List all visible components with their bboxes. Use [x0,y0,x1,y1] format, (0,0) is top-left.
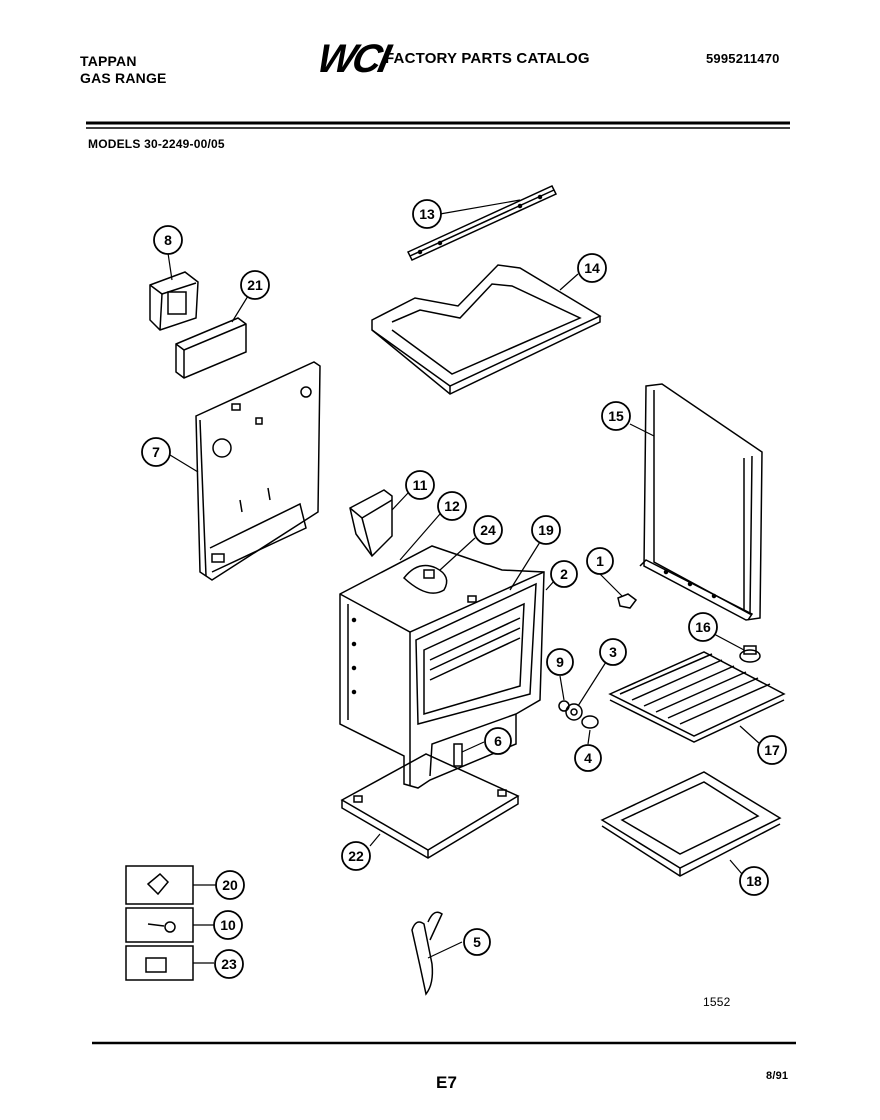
callout-18-label: 18 [746,873,762,889]
part-5-spring-clip [411,911,443,996]
part-11-vent [349,489,393,558]
callout-22-label: 22 [348,848,364,864]
wci-logo: WCI [314,35,396,80]
callout-5-label: 5 [473,934,481,950]
part-24-burner [402,564,448,594]
callout-24: 24 [473,515,503,545]
callout-14-label: 14 [584,260,600,276]
callout-5: 5 [463,928,491,956]
callout-10: 10 [213,910,243,940]
callout-16-label: 16 [695,619,711,635]
part-9-3-4-fittings [558,700,599,729]
brand-line-1: TAPPAN [80,53,137,69]
brand-line-2: GAS RANGE [80,70,167,86]
callout-7: 7 [141,437,171,467]
svg-text:WCI: WCI [314,35,396,80]
part-13-rail [406,185,558,261]
callout-13-label: 13 [419,206,435,222]
callout-17: 17 [757,735,787,765]
callout-21-label: 21 [247,277,263,293]
callout-14: 14 [577,253,607,283]
callout-2: 2 [550,560,578,588]
callout-9: 9 [546,648,574,676]
callout-10-label: 10 [220,917,236,933]
callout-17-label: 17 [764,742,780,758]
callout-8-label: 8 [164,232,172,248]
part-7-back-panel [195,361,321,581]
callout-24-label: 24 [480,522,496,538]
catalog-title: FACTORY PARTS CATALOG [385,50,590,67]
part-1-clip [617,593,638,609]
callout-23-label: 23 [221,956,237,972]
callout-21: 21 [240,270,270,300]
callout-16: 16 [688,612,718,642]
callout-6: 6 [484,727,512,755]
part-21-plate [175,317,247,379]
callout-4-label: 4 [584,750,592,766]
callout-1-label: 1 [596,553,604,569]
callout-2-label: 2 [560,566,568,582]
callout-23: 23 [214,949,244,979]
part-2-oven-body [339,545,545,789]
part-6-bolt [453,743,463,767]
callout-20-label: 20 [222,877,238,893]
part-22-bottom-panel [340,753,520,859]
callout-1: 1 [586,547,614,575]
part-16-knob [739,645,761,663]
callout-22: 22 [341,841,371,871]
part-15-door-frame [639,383,763,621]
figure-number: 1552 [703,995,731,1009]
header-rule [86,121,790,129]
callout-15-label: 15 [608,408,624,424]
part-14-top-panel [371,264,602,395]
date-code: 8/91 [766,1070,789,1082]
callout-4: 4 [574,744,602,772]
part-17-rack [608,651,786,743]
part-18-broiler-pan [600,771,782,877]
part-20-box [125,865,194,905]
part-23-box [125,945,194,981]
callout-15: 15 [601,401,631,431]
callout-3: 3 [599,638,627,666]
catalog-number: 5995211470 [706,51,780,66]
callout-12-label: 12 [444,498,460,514]
callout-11-label: 11 [413,477,428,493]
page-code: E7 [436,1073,458,1092]
callout-18: 18 [739,866,769,896]
callout-13: 13 [412,199,442,229]
brand-label: TAPPAN GAS RANGE [80,53,167,87]
callout-6-label: 6 [494,733,502,749]
callout-9-label: 9 [556,654,564,670]
part-10-box [125,907,194,943]
callout-8: 8 [153,225,183,255]
callout-19-label: 19 [538,522,554,538]
callout-11: 11 [405,470,435,500]
callout-3-label: 3 [609,644,617,660]
callout-7-label: 7 [152,444,160,460]
callout-12: 12 [437,491,467,521]
models-label: MODELS 30-2249-00/05 [88,137,225,151]
callout-20: 20 [215,870,245,900]
callout-19: 19 [531,515,561,545]
part-8-bracket [149,271,199,331]
